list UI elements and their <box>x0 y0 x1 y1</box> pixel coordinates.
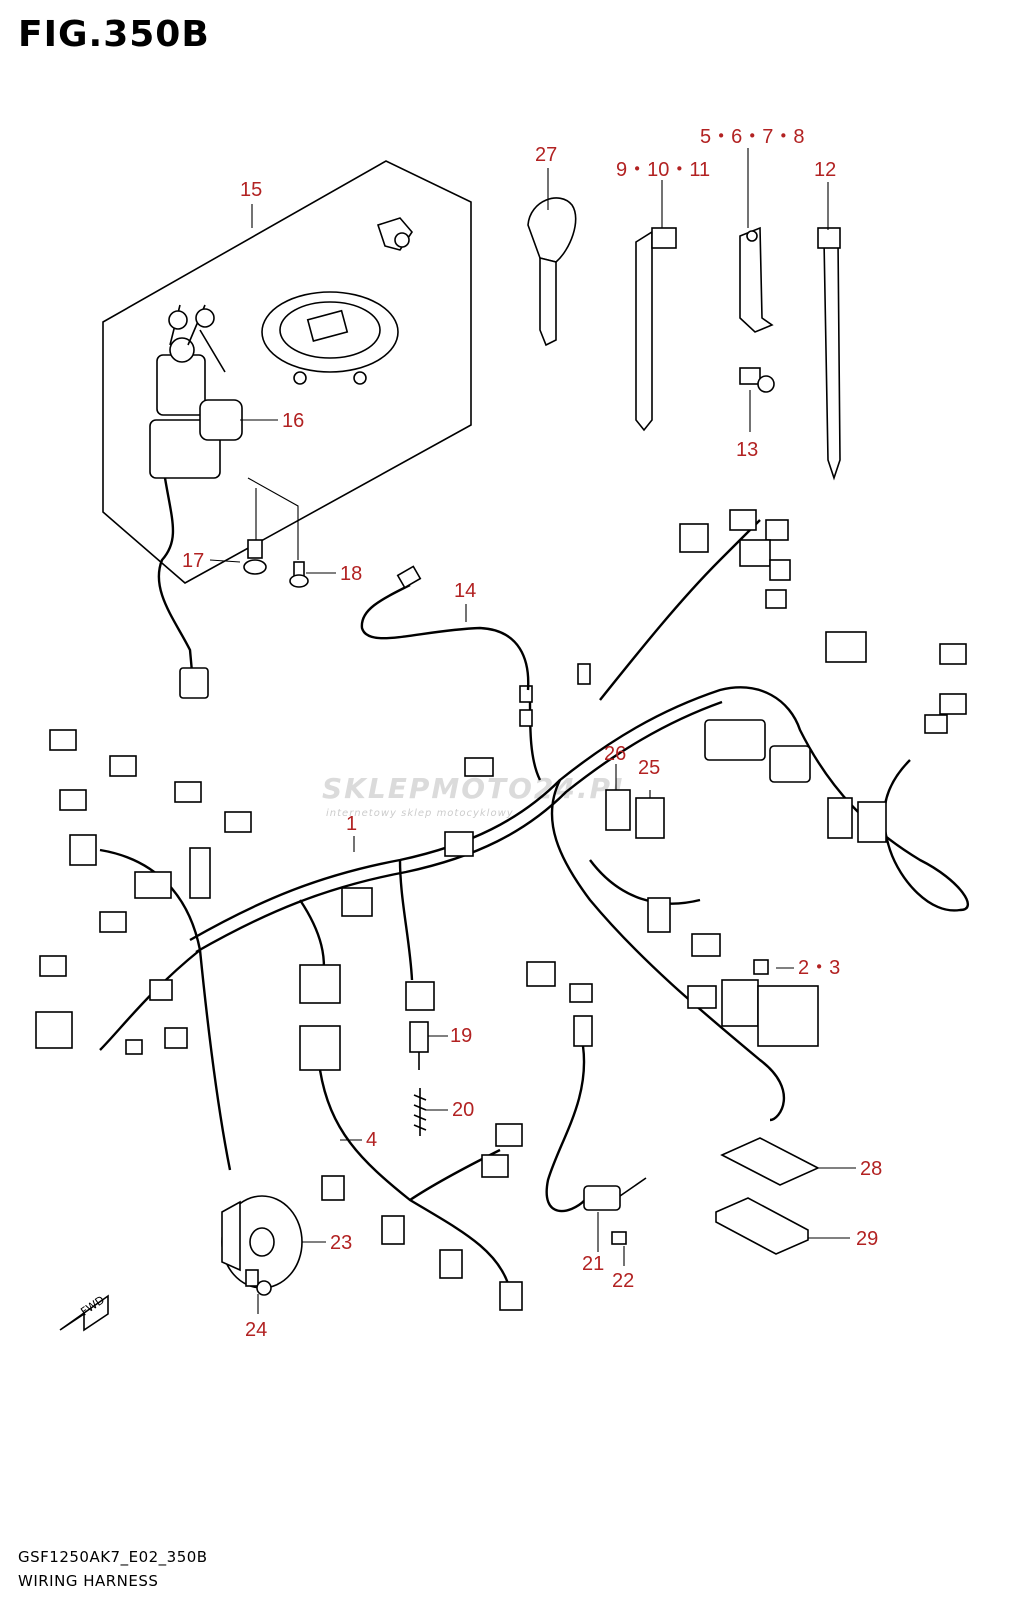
screw-13 <box>739 367 775 393</box>
lock-wire <box>157 477 209 699</box>
label-28 <box>720 1137 820 1186</box>
fwd-arrow: FWD <box>59 1293 109 1332</box>
main-harness <box>99 519 970 1171</box>
callout-25: 25 <box>638 757 660 779</box>
clamp-bracket <box>739 226 774 333</box>
seat-lock <box>376 217 414 251</box>
lock-set-box <box>102 160 472 584</box>
callout-21: 21 <box>582 1253 604 1275</box>
callout-22: 22 <box>612 1270 634 1292</box>
horn <box>221 1195 303 1289</box>
connectors <box>35 509 967 1071</box>
screw-18 <box>247 477 309 588</box>
callout-24: 24 <box>245 1319 267 1341</box>
callout-9-10-11: 9・10・11 <box>616 159 710 181</box>
figure-title: FIG.350B <box>18 14 210 55</box>
screw-22 <box>611 1231 627 1245</box>
callout-1: 1 <box>346 813 357 835</box>
bolt-24 <box>245 1269 272 1296</box>
footer-name: WIRING HARNESS <box>18 1572 159 1590</box>
label-29 <box>715 1197 809 1255</box>
cable-tie <box>817 227 841 481</box>
screw-17 <box>243 488 267 575</box>
callout-17: 17 <box>182 550 204 572</box>
spring-20 <box>413 1088 427 1136</box>
callout-5-6-7-8: 5・6・7・8 <box>700 126 805 148</box>
callout-12: 12 <box>814 159 836 181</box>
callout-18: 18 <box>340 563 362 585</box>
callout-29: 29 <box>856 1228 878 1250</box>
callout-28: 28 <box>860 1158 882 1180</box>
watermark-subtext: internetowy sklep motocyklowy <box>326 808 514 819</box>
callout-4: 4 <box>366 1129 377 1151</box>
ignition-switch <box>149 304 243 479</box>
clamp-band <box>635 227 677 432</box>
leader-lines <box>209 148 856 1314</box>
cable-14 <box>360 565 530 691</box>
switch-21 <box>545 1045 647 1213</box>
callout-20: 20 <box>452 1099 474 1121</box>
callout-15: 15 <box>240 179 262 201</box>
callout-16: 16 <box>282 410 304 432</box>
callout-26: 26 <box>604 743 626 765</box>
callout-13: 13 <box>736 439 758 461</box>
callout-27: 27 <box>535 144 557 166</box>
fuel-cap <box>261 291 399 385</box>
sub-harness-4 <box>318 1069 523 1311</box>
callout-23: 23 <box>330 1232 352 1254</box>
callout-19: 19 <box>450 1025 472 1047</box>
footer-code: GSF1250AK7_E02_350B <box>18 1548 208 1566</box>
sensor-19 <box>409 1021 429 1070</box>
callout-14: 14 <box>454 580 476 602</box>
watermark-text: SKLEPMOTO24.PL <box>322 772 632 805</box>
key <box>527 197 577 347</box>
callout-2-3: 2・3 <box>798 957 840 979</box>
